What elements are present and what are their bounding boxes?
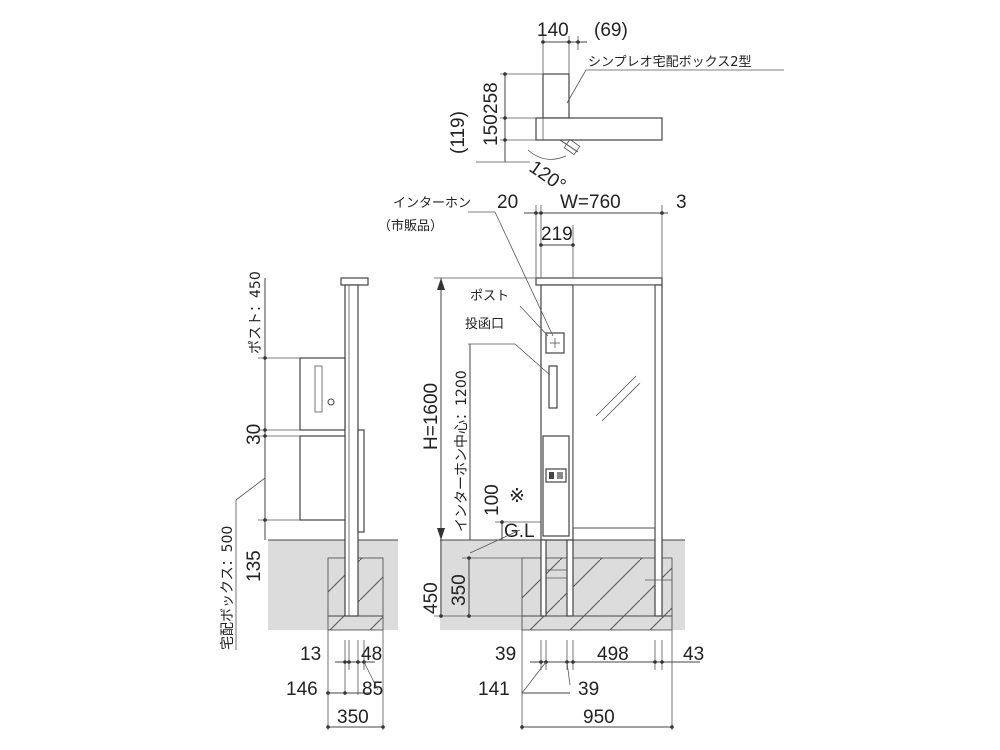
- side-bottom-85: 85: [362, 679, 383, 700]
- side-post: [344, 284, 359, 617]
- intercom-label: インターホン: [393, 196, 471, 211]
- door-handle: [563, 138, 581, 156]
- slot-label: 投函口: [465, 316, 504, 332]
- side-top-cap: [340, 277, 369, 286]
- top-angle: 120°: [525, 157, 569, 197]
- front-glass-panel: [572, 284, 656, 529]
- front-dim-20: 20: [497, 192, 518, 213]
- intercom-note: （市販品）: [378, 218, 443, 234]
- front-dim-100: 100: [482, 484, 503, 516]
- top-dim-69: (69): [594, 20, 628, 41]
- front-bottom-43: 43: [683, 644, 704, 665]
- front-foundation: [521, 557, 673, 617]
- side-box-size: 宅配ボックス：500: [220, 526, 236, 650]
- side-mailbox: [299, 357, 346, 431]
- post-label: ポスト: [470, 289, 509, 304]
- side-dim-135: 135: [244, 550, 265, 582]
- top-dim-258: 258: [481, 82, 502, 114]
- top-wall: [535, 117, 663, 141]
- intercom-center: インターホン中心：1200: [454, 370, 470, 532]
- top-dim-150: 150: [481, 114, 502, 146]
- top-dim-140: 140: [537, 20, 569, 41]
- front-view: 20 W=760 3 219 インターホン （市販品） ポスト 投函口 H=16…: [378, 192, 704, 730]
- ground-level-label: G.L: [504, 521, 535, 542]
- front-bottom-141: 141: [478, 679, 510, 700]
- side-bottom-13: 13: [300, 644, 321, 665]
- top-view: 140 (69) シンプレオ宅配ボックス2型 258 150 (119) 120…: [448, 20, 784, 197]
- front-dim-450: 450: [421, 582, 442, 614]
- front-bottom-39b: 39: [578, 679, 599, 700]
- front-top-cap: [535, 277, 663, 286]
- side-bottom-48: 48: [361, 644, 382, 665]
- front-dim-3: 3: [676, 192, 687, 213]
- door-swing-line: [559, 139, 579, 153]
- front-height: H=1600: [421, 383, 442, 450]
- front-delivery-box: [542, 435, 570, 537]
- front-right-pole: [654, 284, 663, 617]
- side-bottom-146: 146: [286, 679, 318, 700]
- front-bottom-498: 498: [597, 644, 629, 665]
- note-mark: ※: [509, 486, 525, 507]
- front-dim-219: 219: [541, 224, 573, 245]
- front-bottom-950: 950: [583, 707, 615, 728]
- front-width: W=760: [560, 192, 621, 213]
- side-dim-30: 30: [244, 424, 265, 445]
- front-mail-slot: [548, 365, 558, 409]
- top-post-block: [542, 73, 570, 119]
- side-bottom-350: 350: [337, 707, 369, 728]
- side-post-size: ポスト：450: [248, 271, 264, 354]
- angle-arc: [527, 149, 567, 160]
- product-label: シンプレオ宅配ボックス2型: [588, 55, 752, 70]
- side-delivery-box: [299, 435, 346, 521]
- front-bottom-39a: 39: [495, 644, 516, 665]
- side-view: ポスト：450 30 宅配ボックス：500 135 13 48 146 85 3…: [220, 271, 398, 730]
- top-dim-119: (119): [448, 111, 469, 154]
- front-dim-350: 350: [449, 574, 470, 606]
